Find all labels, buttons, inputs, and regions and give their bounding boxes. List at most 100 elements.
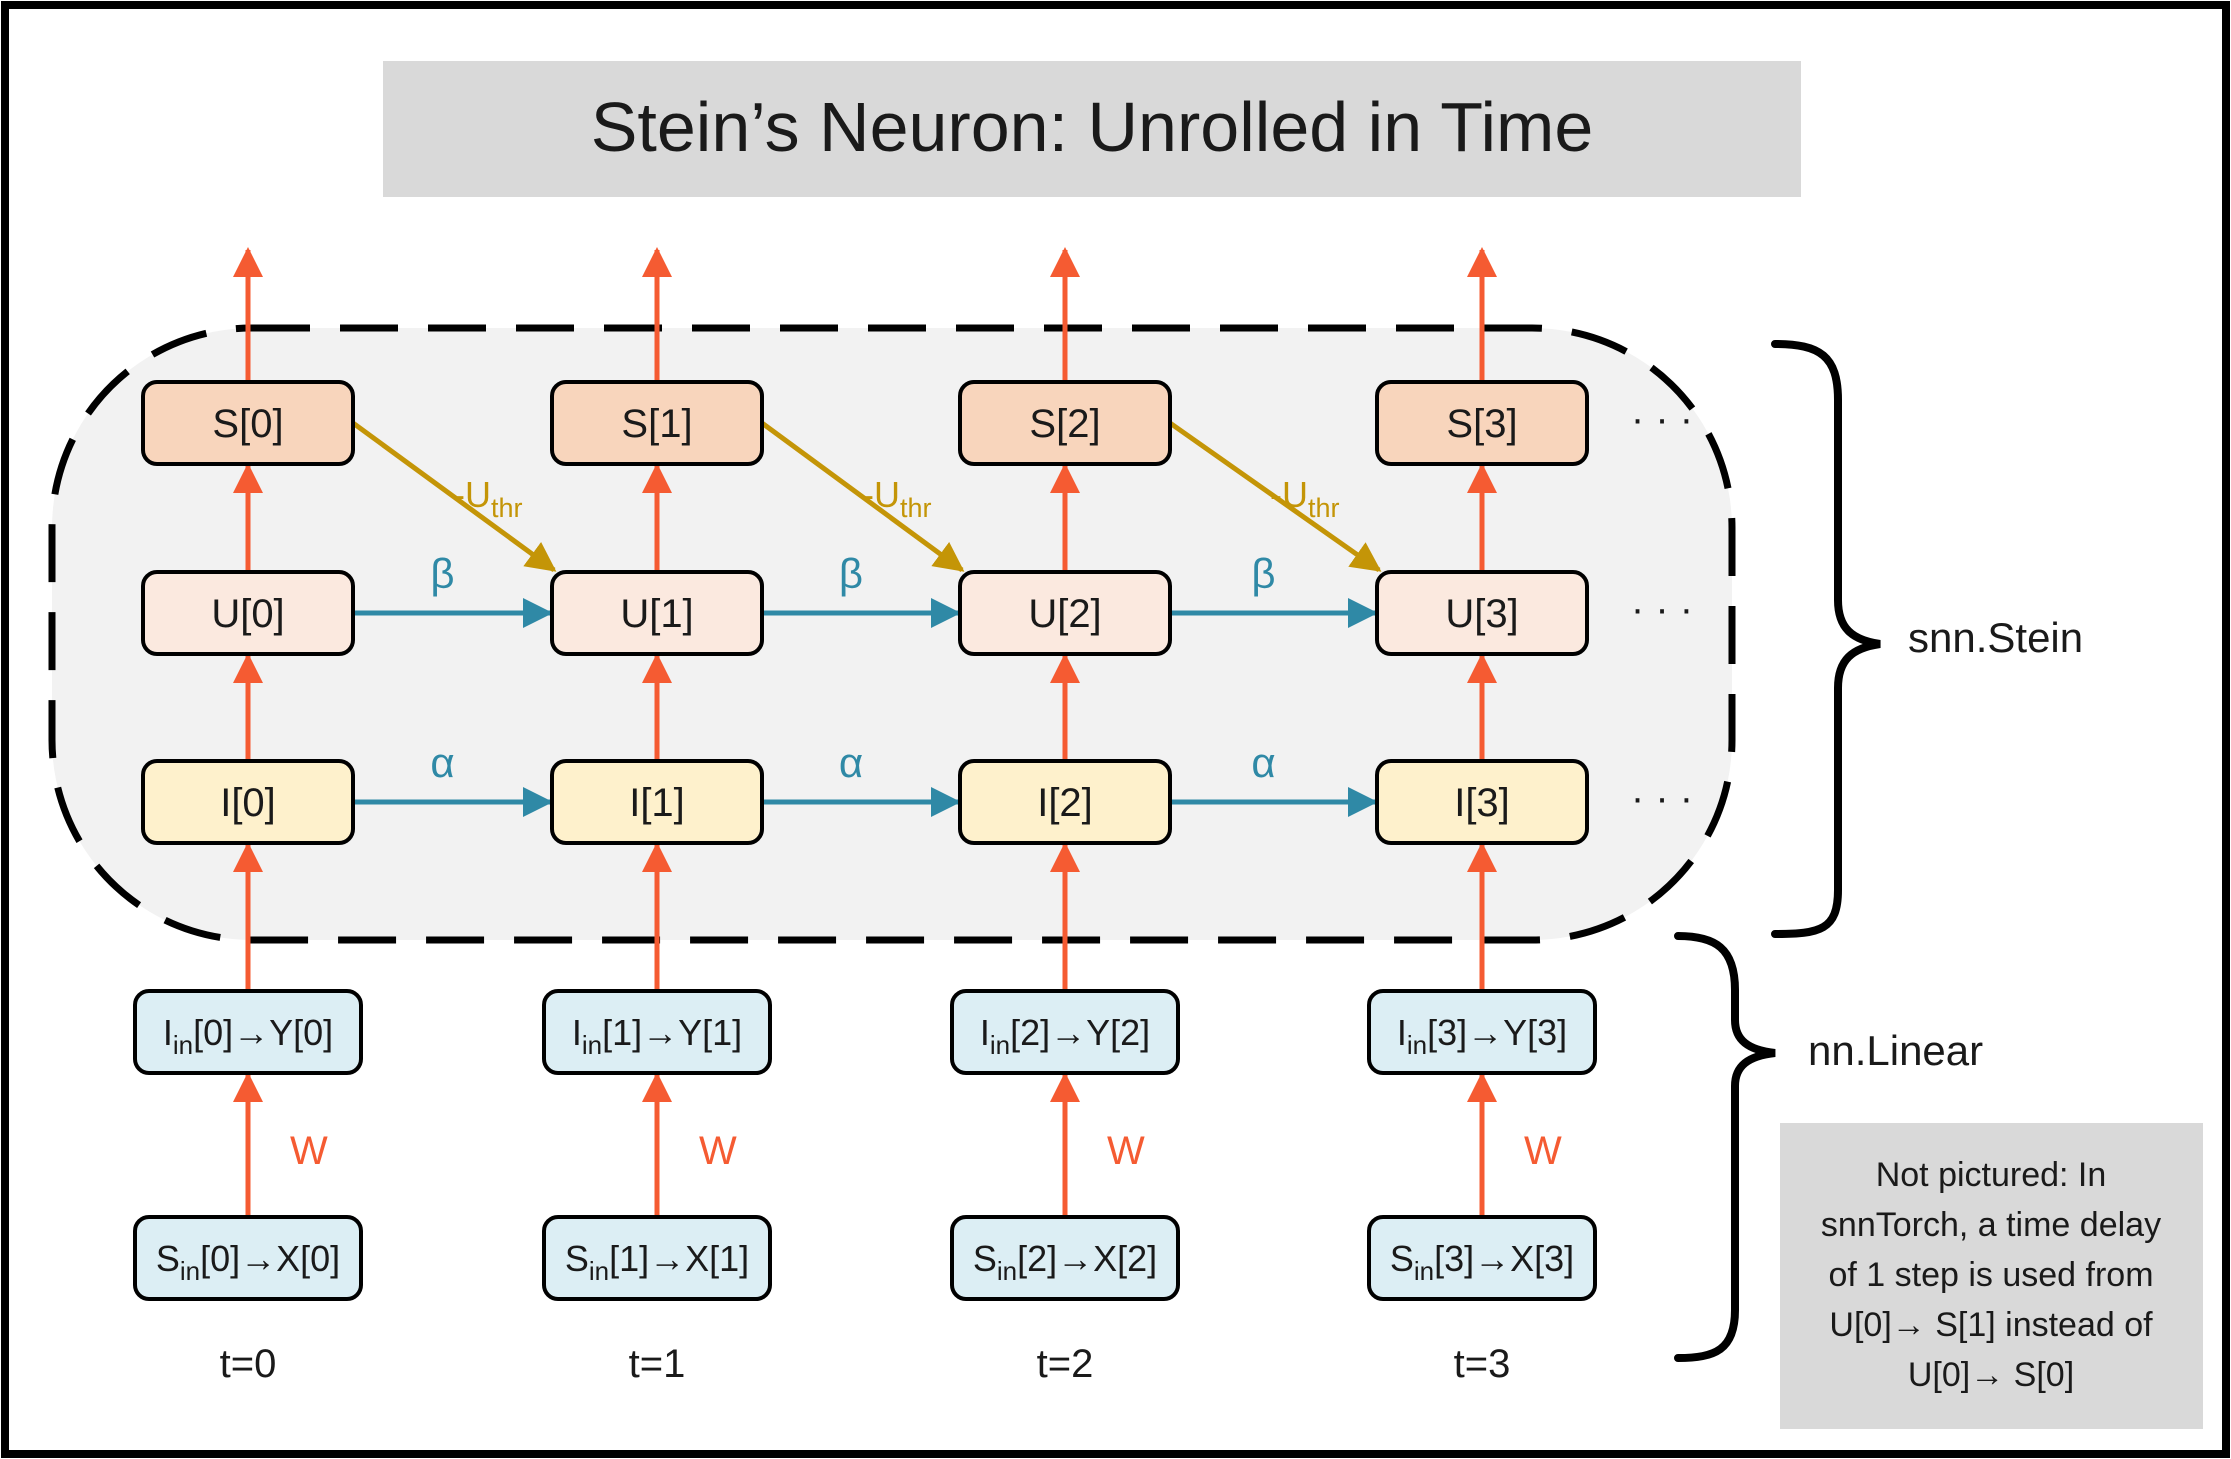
spike-node-label: S[2]: [1029, 402, 1100, 446]
note-line-2: snnTorch, a time delay: [1821, 1206, 2161, 1244]
reset-label-main: -U: [1270, 474, 1308, 515]
input-node-label-sub: in: [589, 1256, 609, 1286]
input-node: [133, 1215, 363, 1301]
nodes-layer: Wβα-UthrS[0]U[0]I[0]Iin[0]→Y[0]Sin[0]→X[…: [133, 380, 1597, 1386]
linear-node-label-rest: [1]→Y[1]: [602, 1012, 742, 1053]
linear-node: [542, 989, 772, 1075]
linear-node-label-rest: [0]→Y[0]: [193, 1012, 333, 1053]
membrane-node-label: U[1]: [620, 592, 693, 636]
note-line-4: U[0]→ S[1] instead of: [1829, 1306, 2153, 1344]
reset-label-main: -U: [862, 474, 900, 515]
membrane-node-label: U[0]: [211, 592, 284, 636]
reset-label-sub: thr: [1308, 493, 1340, 523]
linear-node-label-main: I: [163, 1012, 173, 1053]
input-node-label-sub: in: [1414, 1256, 1434, 1286]
input-node-label: Sin[0]→X[0]: [156, 1238, 340, 1286]
spike-node: [1375, 380, 1589, 466]
input-node-label-sub: in: [180, 1256, 200, 1286]
title-background: [383, 61, 1801, 197]
timestep-label: t=1: [629, 1342, 686, 1386]
timestep-label: t=2: [1037, 1342, 1094, 1386]
input-node-label-main: S: [156, 1238, 180, 1279]
reset-label-sub: thr: [900, 493, 932, 523]
reset-label-sub: thr: [491, 493, 523, 523]
spike-node: [550, 380, 764, 466]
linear-node: [950, 989, 1180, 1075]
input-node-label: Sin[1]→X[1]: [565, 1238, 749, 1286]
input-node: [542, 1215, 772, 1301]
linear-node-label-main: I: [572, 1012, 582, 1053]
membrane-node: [958, 570, 1172, 656]
linear-brace: [1674, 932, 1776, 1362]
input-node-label-sub: in: [997, 1256, 1017, 1286]
input-node-label-rest: [3]→X[3]: [1434, 1238, 1574, 1279]
linear-node-label: Iin[2]→Y[2]: [980, 1012, 1150, 1060]
spike-node-label: S[0]: [212, 402, 283, 446]
input-node-label-rest: [1]→X[1]: [609, 1238, 749, 1279]
linear-node-label-sub: in: [173, 1030, 193, 1060]
input-node: [950, 1215, 1180, 1301]
ellipsis-membrane-row: · · ·: [1631, 587, 1693, 631]
alpha-label: α: [839, 739, 863, 786]
weight-label: W: [1107, 1129, 1145, 1173]
spike-node-label: S[3]: [1446, 402, 1517, 446]
reset-label: -Uthr: [862, 474, 932, 523]
note-line-5: U[0]→ S[0]: [1908, 1356, 2074, 1394]
linear-node-label-sub: in: [990, 1030, 1010, 1060]
ellipsis-spike-row: · · ·: [1631, 397, 1693, 441]
spike-node: [958, 380, 1172, 466]
input-node-label-main: S: [973, 1238, 997, 1279]
current-node: [550, 759, 764, 845]
linear-node-label-rest: [2]→Y[2]: [1010, 1012, 1150, 1053]
note-line-3: of 1 step is used from: [1828, 1256, 2153, 1294]
current-node-label: I[0]: [220, 781, 276, 825]
page-title: Stein’s Neuron: Unrolled in Time: [591, 88, 1594, 166]
reset-arrow: [760, 420, 965, 573]
membrane-node: [141, 570, 355, 656]
input-node: [1367, 1215, 1597, 1301]
input-node-label-rest: [0]→X[0]: [200, 1238, 340, 1279]
weight-label: W: [699, 1129, 737, 1173]
alpha-label: α: [430, 739, 454, 786]
current-node-label: I[1]: [629, 781, 685, 825]
neuron-region: [48, 324, 1736, 944]
reset-arrow: [1168, 420, 1382, 573]
reset-label: -Uthr: [1270, 474, 1340, 523]
current-node-label: I[2]: [1037, 781, 1093, 825]
input-node-label-main: S: [1390, 1238, 1414, 1279]
current-node: [141, 759, 355, 845]
linear-node-label: Iin[0]→Y[0]: [163, 1012, 333, 1060]
spike-node: [141, 380, 355, 466]
linear-node: [133, 989, 363, 1075]
beta-label: β: [430, 550, 454, 597]
linear-node-label-sub: in: [1407, 1030, 1427, 1060]
current-node: [1375, 759, 1589, 845]
beta-label: β: [1251, 550, 1275, 597]
membrane-node-label: U[2]: [1028, 592, 1101, 636]
input-node-label: Sin[2]→X[2]: [973, 1238, 1157, 1286]
linear-node: [1367, 989, 1597, 1075]
membrane-node-label: U[3]: [1445, 592, 1518, 636]
beta-label: β: [839, 550, 863, 597]
input-node-label-main: S: [565, 1238, 589, 1279]
reset-label: -Uthr: [453, 474, 523, 523]
timestep-label: t=3: [1454, 1342, 1511, 1386]
linear-node-label-main: I: [980, 1012, 990, 1053]
reset-label-main: -U: [453, 474, 491, 515]
linear-node-label: Iin[3]→Y[3]: [1397, 1012, 1567, 1060]
alpha-label: α: [1251, 739, 1275, 786]
spike-node-label: S[1]: [621, 402, 692, 446]
note-background: [1780, 1123, 2203, 1429]
linear-node-label: Iin[1]→Y[1]: [572, 1012, 742, 1060]
arrows-layer: [233, 247, 1497, 1217]
note-line-1: Not pictured: In: [1876, 1156, 2107, 1194]
stein-label: snn.Stein: [1908, 614, 2083, 661]
linear-node-label-main: I: [1397, 1012, 1407, 1053]
title-banner: Stein’s Neuron: Unrolled in Time: [383, 61, 1801, 197]
note-box: Not pictured: In snnTorch, a time delay …: [1780, 1123, 2203, 1429]
reset-arrow: [351, 420, 557, 573]
current-node: [958, 759, 1172, 845]
ellipsis-current-row: · · ·: [1631, 776, 1693, 820]
stein-brace: [1771, 340, 1881, 938]
